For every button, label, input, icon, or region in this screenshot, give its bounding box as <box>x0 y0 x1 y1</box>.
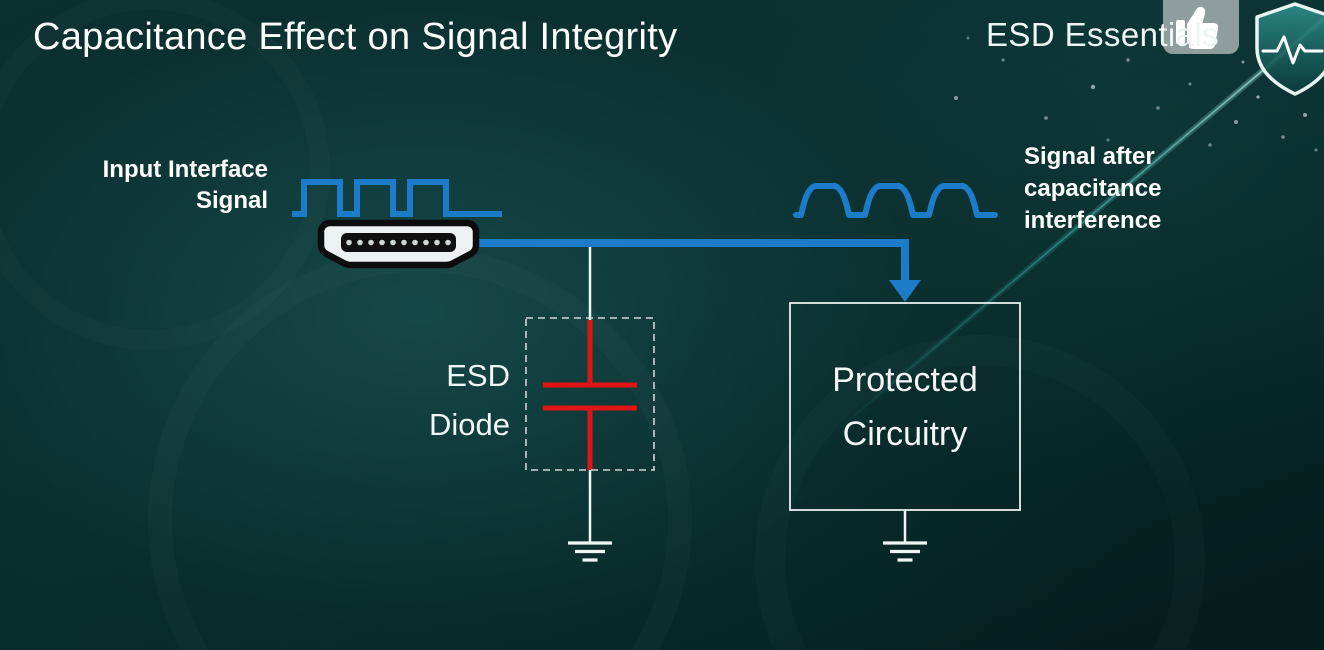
protected-circuitry-line1: Protected <box>832 360 978 399</box>
esd-diode-symbol <box>543 320 637 470</box>
shield-pulse-icon <box>1255 2 1324 96</box>
esd-diode-dashed-box <box>525 317 655 471</box>
protected-circuitry-label: Protected Circuitry <box>790 303 1020 510</box>
output-signal-label-line1: Signal after <box>1024 143 1155 170</box>
esd-diode-label-line1: ESD <box>446 358 510 393</box>
ground-symbol-protected <box>883 541 927 562</box>
input-signal-label-line2: Signal <box>195 187 268 214</box>
protected-circuitry-box <box>789 302 1021 511</box>
input-signal-label: Input Interface Signal <box>60 154 268 216</box>
thumbs-up-icon <box>1163 0 1239 54</box>
particle-dots <box>954 36 1318 152</box>
esd-diode-label-line2: Diode <box>429 407 510 442</box>
wire-segments <box>588 247 907 542</box>
input-signal-label-line1: Input Interface <box>102 156 268 183</box>
slide-title: Capacitance Effect on Signal Integrity <box>33 16 678 58</box>
input-square-wave <box>292 179 502 217</box>
protected-circuitry-line2: Circuitry <box>842 414 968 453</box>
ground-symbol-diode <box>568 541 612 562</box>
esd-diode-label: ESD Diode <box>350 351 510 449</box>
output-signal-label: Signal after capacitance interference <box>1024 141 1161 237</box>
hdmi-connector-icon <box>317 219 480 269</box>
signal-arrowhead <box>889 280 921 302</box>
signal-bus-line <box>476 239 909 282</box>
output-rounded-wave <box>793 183 998 218</box>
output-signal-label-line3: interference <box>1024 207 1162 234</box>
output-signal-label-line2: capacitance <box>1024 175 1162 202</box>
glow-streak-core <box>829 17 1324 437</box>
brand-text: ESD Essentials <box>986 16 1220 53</box>
